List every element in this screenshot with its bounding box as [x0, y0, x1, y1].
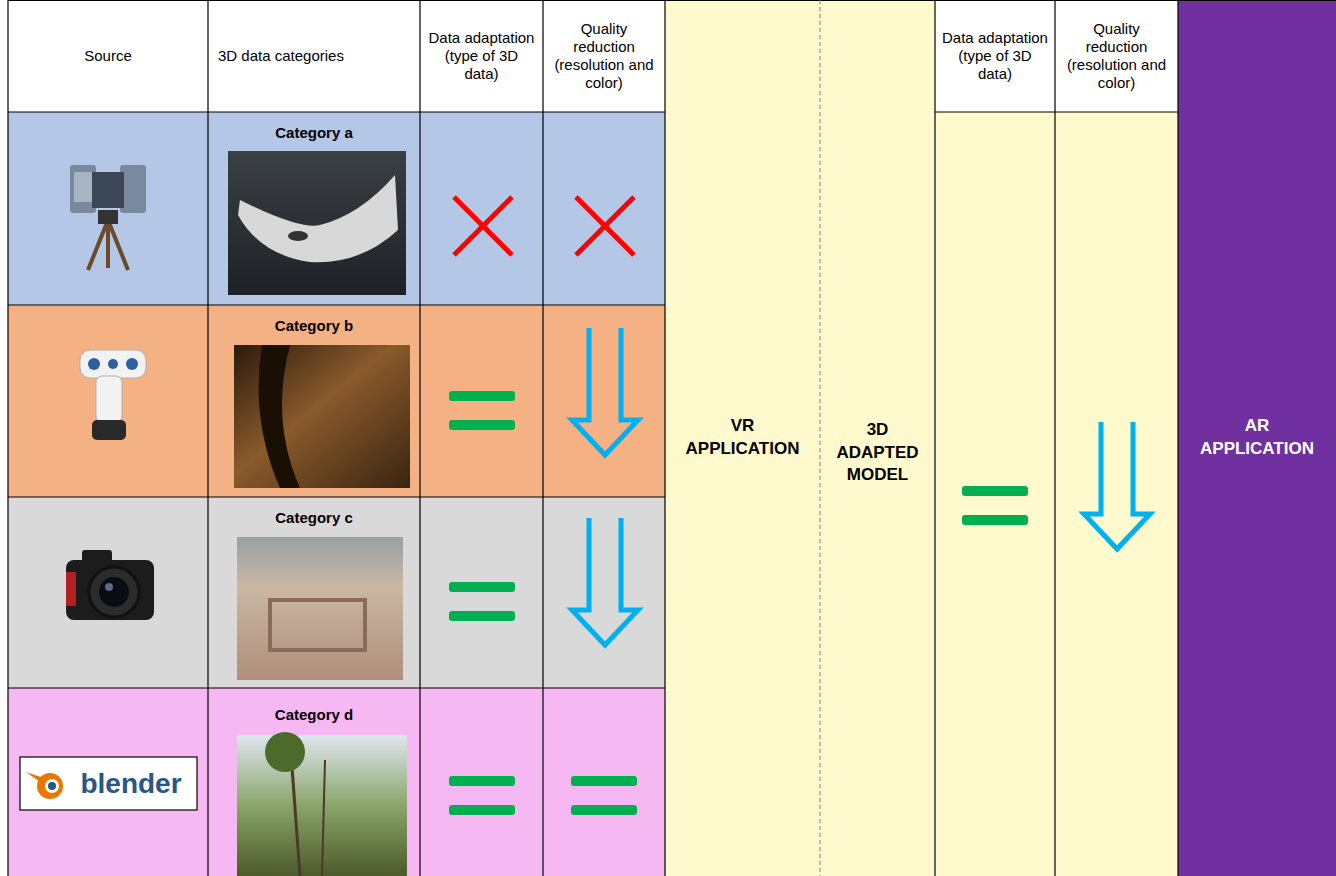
column-header: Data adaptation (type of 3D data) — [941, 29, 1049, 83]
column-header-cell: Source — [8, 0, 208, 112]
category-title-cell: Category a — [208, 118, 420, 148]
category-title-cell: Category d — [208, 700, 420, 730]
category-title-cell: Category c — [208, 503, 420, 533]
column-header: 3D data categories — [218, 47, 344, 65]
ar-application-band: AR APPLICATION — [1178, 0, 1336, 876]
software-logo-text-cell: blender — [68, 762, 194, 806]
column-header-cell: Data adaptation (type of 3D data) — [420, 0, 543, 112]
vr-application-band: VR APPLICATION — [665, 0, 820, 876]
column-header: Data adaptation (type of 3D data) — [426, 29, 537, 83]
band-title: AR APPLICATION — [1198, 415, 1316, 461]
adapted-model-band: 3D ADAPTED MODEL — [820, 0, 935, 876]
column-header: Quality reduction (resolution and color) — [549, 20, 659, 92]
category-title: Category c — [275, 509, 353, 527]
column-header-cell: Data adaptation (type of 3D data) — [935, 0, 1055, 112]
category-title-cell: Category b — [208, 311, 420, 341]
column-header: Source — [84, 47, 132, 65]
band-title: 3D ADAPTED MODEL — [828, 419, 927, 488]
category-title: Category b — [275, 317, 353, 335]
column-header: Quality reduction (resolution and color) — [1061, 20, 1172, 92]
column-header-cell: 3D data categories — [208, 0, 420, 112]
column-header-cell: Quality reduction (resolution and color) — [1055, 0, 1178, 112]
category-title: Category d — [275, 706, 353, 724]
column-header-cell: Quality reduction (resolution and color) — [543, 0, 665, 112]
category-title: Category a — [275, 124, 353, 142]
software-logo-text: blender — [80, 767, 181, 801]
band-title: VR APPLICATION — [685, 415, 800, 461]
